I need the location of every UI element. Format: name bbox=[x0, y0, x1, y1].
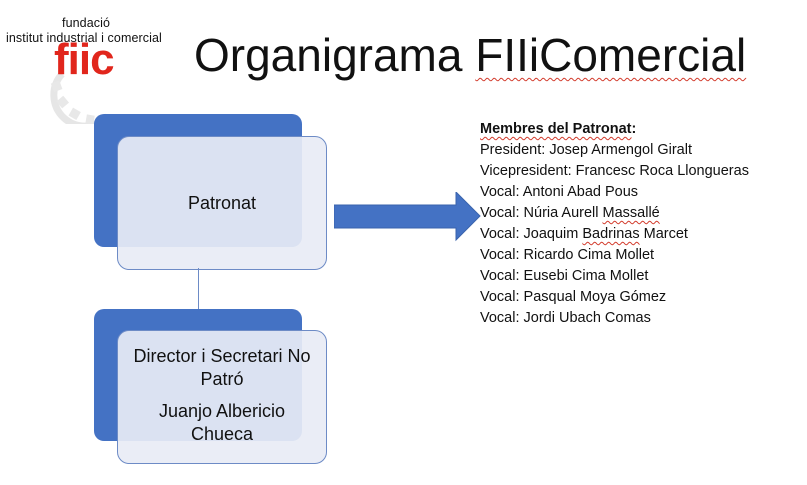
member-role: Vocal: bbox=[480, 226, 524, 242]
member-name-flagged: Badrinas bbox=[582, 226, 640, 242]
members-list: Membres del Patronat: President: Josep A… bbox=[480, 119, 749, 329]
member-name: Jordi Ubach Comas bbox=[523, 310, 651, 326]
member-role: Vocal: bbox=[480, 289, 524, 305]
director-name: Juanjo Albericio Chueca bbox=[158, 401, 286, 444]
member-name: Núria Aurell bbox=[523, 205, 603, 221]
right-arrow-icon bbox=[334, 192, 481, 242]
logo-brand: fiic bbox=[54, 35, 115, 84]
director-box: Director i Secretari No Patró Juanjo Alb… bbox=[117, 330, 327, 464]
member-role: Vocal: bbox=[480, 268, 524, 284]
fiic-logo: fundació institut industrial i comercial… bbox=[0, 0, 185, 125]
member-name: Josep Armengol Giralt bbox=[549, 142, 692, 158]
member-row: Vocal: Ricardo Cima Mollet bbox=[480, 245, 749, 266]
member-row: Vocal: Pasqual Moya Gómez bbox=[480, 287, 749, 308]
member-name-flagged: Massallé bbox=[602, 205, 660, 221]
member-name-rest: Marcet bbox=[639, 226, 688, 242]
member-row: Vocal: Eusebi Cima Mollet bbox=[480, 266, 749, 287]
logo-text: fundació institut industrial i comercial bbox=[6, 16, 162, 46]
page-title: Organigrama FIIiComercial bbox=[194, 26, 746, 84]
director-role: Director i Secretari No Patró bbox=[133, 346, 311, 389]
patronat-box: Patronat bbox=[117, 136, 327, 270]
member-row: Vocal: Núria Aurell Massallé bbox=[480, 203, 749, 224]
member-row: Vicepresident: Francesc Roca Llongueras bbox=[480, 161, 749, 182]
member-role: Vocal: bbox=[480, 247, 524, 263]
member-name: Pasqual Moya Gómez bbox=[523, 289, 667, 305]
org-connector bbox=[198, 268, 199, 309]
member-role: Vocal: bbox=[480, 205, 524, 221]
member-role: Vicepresident: bbox=[480, 163, 576, 179]
member-role: President: bbox=[480, 142, 550, 158]
member-row: President: Josep Armengol Giralt bbox=[480, 140, 749, 161]
members-heading: Membres del Patronat: bbox=[480, 121, 637, 137]
member-name: Ricardo Cima Mollet bbox=[523, 247, 655, 263]
title-prefix: Organigrama bbox=[194, 29, 476, 81]
member-role: Vocal: bbox=[480, 184, 523, 200]
member-name: Joaquim bbox=[523, 226, 583, 242]
member-name: Francesc Roca Llongueras bbox=[575, 163, 749, 179]
logo-line-1: fundació bbox=[62, 16, 111, 30]
title-underlined: FIIiComercial bbox=[475, 29, 747, 81]
member-row: Vocal: Joaquim Badrinas Marcet bbox=[480, 224, 749, 245]
logo-line-2: institut industrial i comercial bbox=[6, 31, 162, 45]
member-row: Vocal: Jordi Ubach Comas bbox=[480, 308, 749, 329]
member-name: Eusebi Cima Mollet bbox=[523, 268, 649, 284]
member-name: Antoni Abad Pous bbox=[522, 184, 639, 200]
member-row: Vocal: Antoni Abad Pous bbox=[480, 182, 749, 203]
member-role: Vocal: bbox=[480, 310, 524, 326]
patronat-label: Patronat bbox=[187, 192, 257, 213]
